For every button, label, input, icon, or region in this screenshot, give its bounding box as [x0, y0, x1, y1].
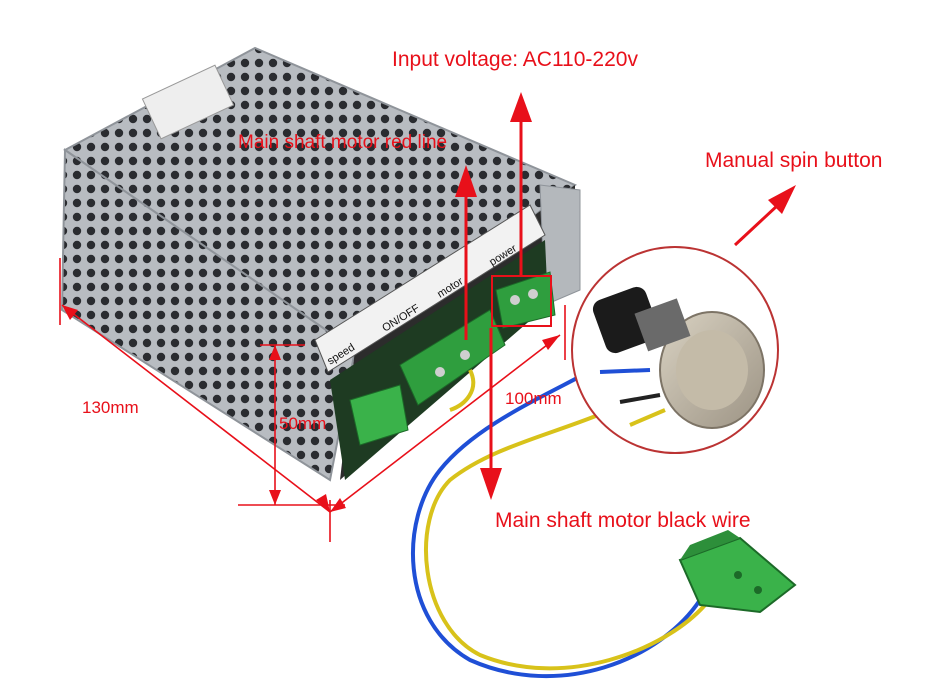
label-input-voltage: Input voltage: AC110-220v — [392, 48, 638, 71]
loose-terminal-plug — [678, 530, 797, 614]
dimension-width: 100mm — [505, 389, 562, 408]
annotation-graphics — [455, 92, 796, 500]
dimension-length: 130mm — [82, 398, 139, 417]
label-spin-button: Manual spin button — [705, 149, 883, 172]
wires — [410, 358, 707, 679]
potentiometer-callout — [571, 246, 779, 454]
dimension-lines — [59, 258, 566, 542]
label-black-wire: Main shaft motor black wire — [495, 509, 751, 532]
label-red-line: Main shaft motor red line — [238, 132, 448, 153]
dimension-height: 50mm — [279, 414, 327, 433]
terminal-blocks — [349, 271, 556, 446]
